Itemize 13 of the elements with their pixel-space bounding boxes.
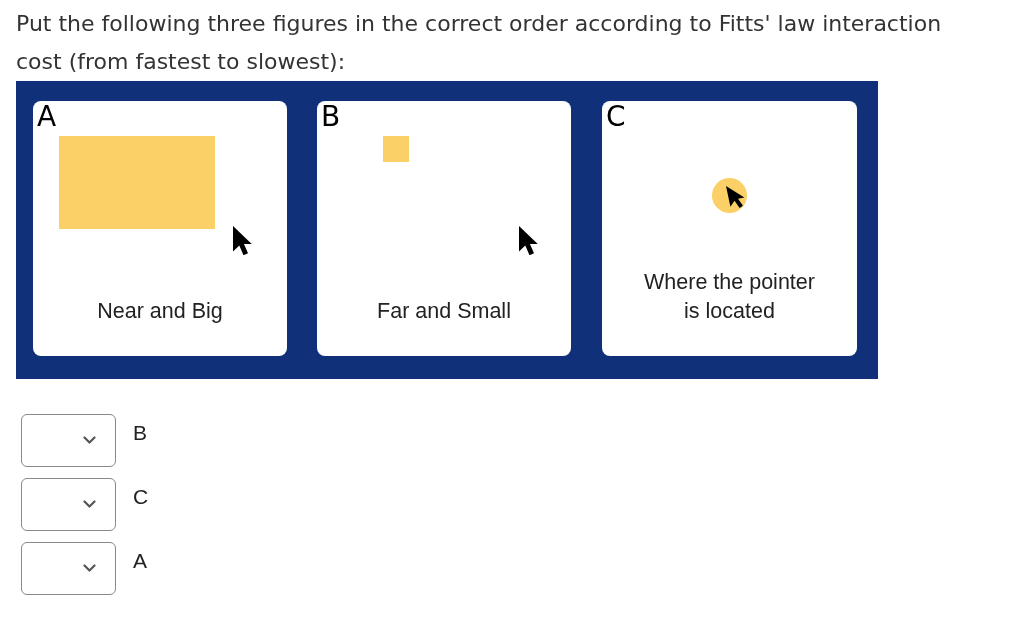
figure-card — [33, 101, 287, 356]
figure-caption: Where the pointer is located — [643, 269, 816, 325]
figure-letter: A — [37, 101, 57, 133]
figure-card — [317, 101, 571, 356]
question-text: Put the following three figures in the correct order according to Fitts' law interaction cost (from fastest to slowest): — [16, 10, 943, 76]
figure-caption: Near and Big — [96, 298, 224, 325]
figure-card — [602, 101, 857, 356]
figure-letter: C — [606, 101, 626, 133]
figure-caption: Far and Small — [376, 298, 512, 325]
option-label: A — [133, 548, 147, 574]
figure-letter: B — [321, 101, 341, 133]
option-label: C — [133, 484, 149, 510]
option-label: B — [133, 420, 147, 446]
